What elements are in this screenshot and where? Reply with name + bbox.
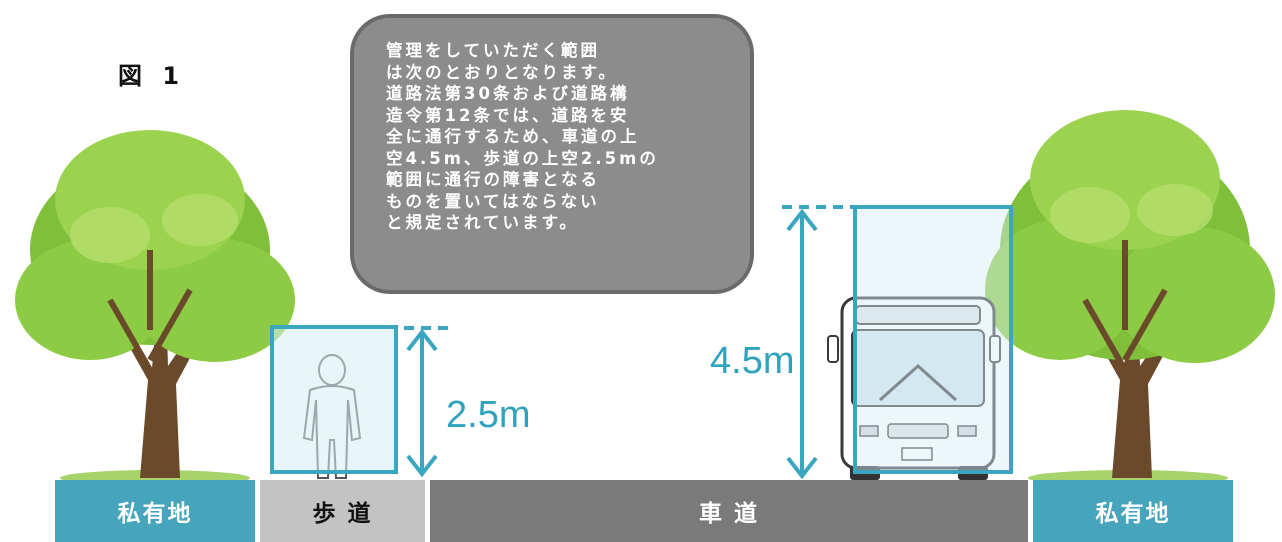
private-land-left-strip: 私有地 bbox=[55, 480, 255, 542]
callout-text: 管理をしていただく範囲 は次のとおりとなります。 道路法第30条および道路構 造… bbox=[386, 41, 659, 232]
roadway-strip: 車 道 bbox=[430, 480, 1028, 542]
right-tree bbox=[985, 110, 1275, 486]
roadway-height-arrow bbox=[782, 205, 856, 480]
private-land-right-strip: 私有地 bbox=[1033, 480, 1233, 542]
explanation-callout: 管理をしていただく範囲 は次のとおりとなります。 道路法第30条および道路構 造… bbox=[350, 14, 754, 294]
roadway-clearance-box bbox=[853, 205, 1013, 474]
bus bbox=[827, 296, 1001, 480]
left-tree bbox=[15, 130, 295, 486]
figure-label: 図 1 bbox=[118, 62, 186, 90]
sidewalk-clearance-label: 2.5m bbox=[446, 394, 531, 436]
sidewalk-height-arrow bbox=[404, 326, 448, 478]
sidewalk-clearance-box bbox=[270, 325, 398, 474]
roadway-clearance-label: 4.5m bbox=[710, 340, 795, 382]
sidewalk-strip: 歩 道 bbox=[260, 480, 425, 542]
